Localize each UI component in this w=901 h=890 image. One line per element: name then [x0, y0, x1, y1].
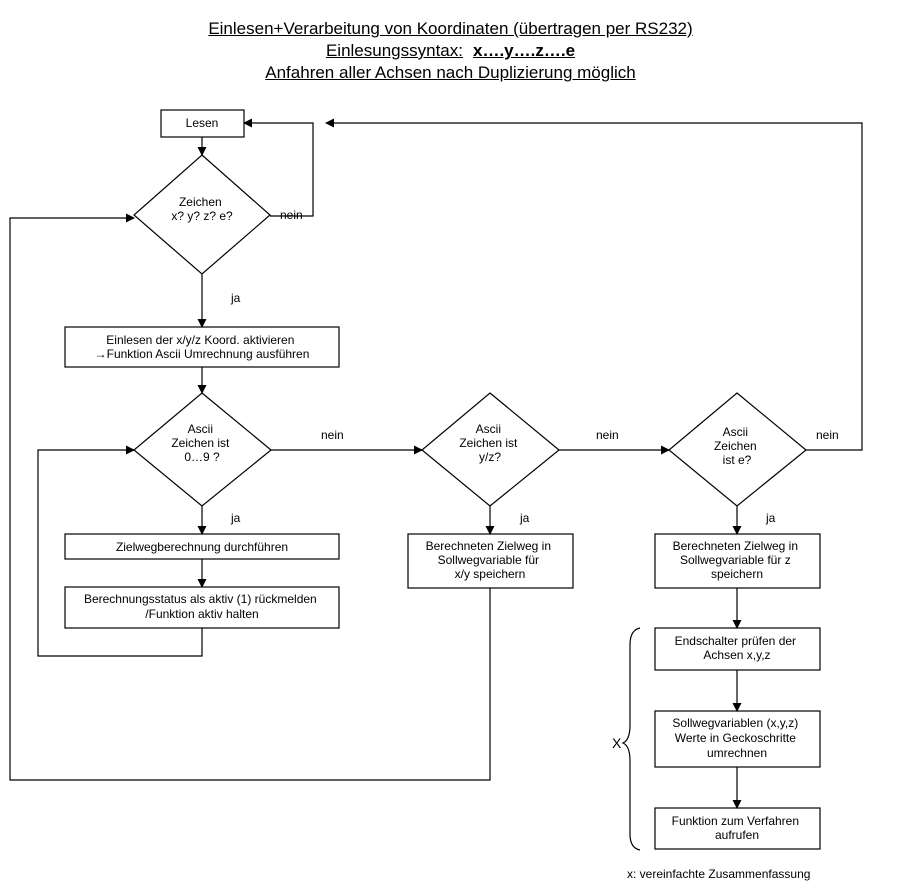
subtitle: Anfahren aller Achsen nach Duplizierung …	[265, 63, 636, 82]
node-einlesen: Einlesen der x/y/z Koord. aktivieren →Fu…	[95, 333, 310, 361]
node-store-z: Berechneten Zielweg in Sollwegvariable f…	[673, 539, 802, 581]
edge-label-nein-1: nein	[280, 208, 303, 222]
edge-e-nein-return	[325, 118, 863, 451]
edge-label-ja-4: ja	[765, 511, 776, 525]
syntax-label: Einlesungssyntax:	[325, 41, 463, 60]
edge-label-nein-4: nein	[816, 428, 839, 442]
edge-label-ja-2: ja	[230, 511, 241, 525]
node-status: Berechnungsstatus als aktiv (1) rückmeld…	[84, 592, 320, 621]
edge-label-ja-3: ja	[519, 511, 530, 525]
node-check-xyze: Zeichen x? y? z? e?	[171, 195, 233, 223]
edge-status-loop	[37, 445, 203, 657]
edge-xy-return	[9, 213, 491, 781]
diagram-title: Einlesen+Verarbeitung von Koordinaten (ü…	[208, 19, 693, 38]
node-lesen: Lesen	[186, 116, 219, 130]
node-zielweg: Zielwegberechnung durchführen	[116, 540, 288, 554]
footnote: x: vereinfachte Zusammenfassung	[627, 867, 810, 881]
node-store-xy: Berechneten Zielweg in Sollwegvariable f…	[426, 539, 555, 581]
edge-label-ja-1: ja	[230, 291, 241, 305]
node-endschalter: Endschalter prüfen der Achsen x,y,z	[675, 634, 800, 662]
edge-label-nein-3: nein	[596, 428, 619, 442]
node-check-digit: Ascii Zeichen ist 0…9 ?	[171, 422, 232, 464]
syntax-pattern: x….y….z….e	[472, 41, 576, 60]
edge-nein-loop	[243, 118, 314, 217]
edge-label-nein-2: nein	[321, 428, 344, 442]
node-verfahren: Funktion zum Verfahren aufrufen	[672, 814, 803, 842]
node-check-yz: Ascii Zeichen ist y/z?	[459, 422, 520, 464]
brace-label: X	[612, 735, 622, 751]
node-check-e: Ascii Zeichen ist e?	[714, 425, 760, 467]
node-convert: Sollwegvariablen (x,y,z) Werte in Geckos…	[672, 716, 801, 760]
syntax-line: Einlesungssyntax: x….y….z….e	[0, 41, 901, 61]
summary-brace	[621, 627, 641, 851]
